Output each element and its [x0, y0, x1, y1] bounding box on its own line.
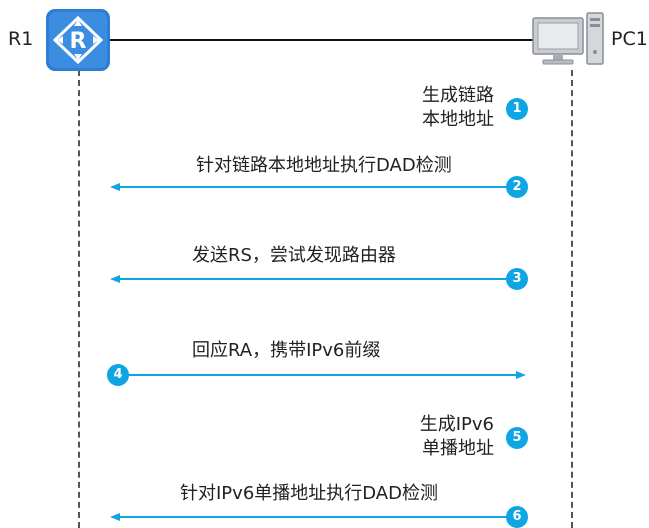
step-6-arrowhead: [110, 513, 120, 521]
step-4-arrow: [128, 374, 516, 376]
step-2-badge: 2: [506, 176, 528, 198]
step-2-arrowhead: [110, 183, 120, 191]
router-lifeline: [78, 70, 80, 528]
pc-lifeline: [571, 70, 573, 528]
router-label: R1: [8, 28, 34, 50]
step-1-line-1: 生成链路: [422, 85, 494, 106]
router-icon[interactable]: R: [46, 9, 110, 71]
step-5-badge: 5: [506, 427, 528, 449]
step-6-badge: 6: [506, 506, 528, 528]
step-4-badge: 4: [107, 364, 129, 386]
step-5-text: 生成IPv6 单播地址: [398, 413, 494, 461]
pc-icon[interactable]: [531, 12, 607, 68]
step-3-arrow: [118, 278, 510, 280]
step-1-badge: 1: [506, 98, 528, 120]
step-3-arrowhead: [110, 275, 120, 283]
step-3-badge: 3: [506, 268, 528, 290]
pc-label: PC1: [611, 28, 648, 50]
link-line: [108, 39, 536, 41]
step-5-line-2: 单播地址: [422, 438, 494, 459]
svg-text:R: R: [70, 29, 87, 54]
step-3-text: 发送RS，尝试发现路由器: [192, 245, 396, 266]
step-1-line-2: 本地地址: [422, 109, 494, 130]
step-2-text: 针对链路本地地址执行DAD检测: [196, 155, 452, 176]
step-5-line-1: 生成IPv6: [419, 414, 494, 435]
step-1-text: 生成链路 本地地址: [398, 84, 494, 132]
step-6-arrow: [118, 516, 510, 518]
step-6-text: 针对IPv6单播地址执行DAD检测: [180, 483, 438, 504]
step-2-arrow: [118, 186, 510, 188]
step-4-arrowhead: [516, 371, 526, 379]
step-4-text: 回应RA，携带IPv6前缀: [192, 340, 381, 361]
